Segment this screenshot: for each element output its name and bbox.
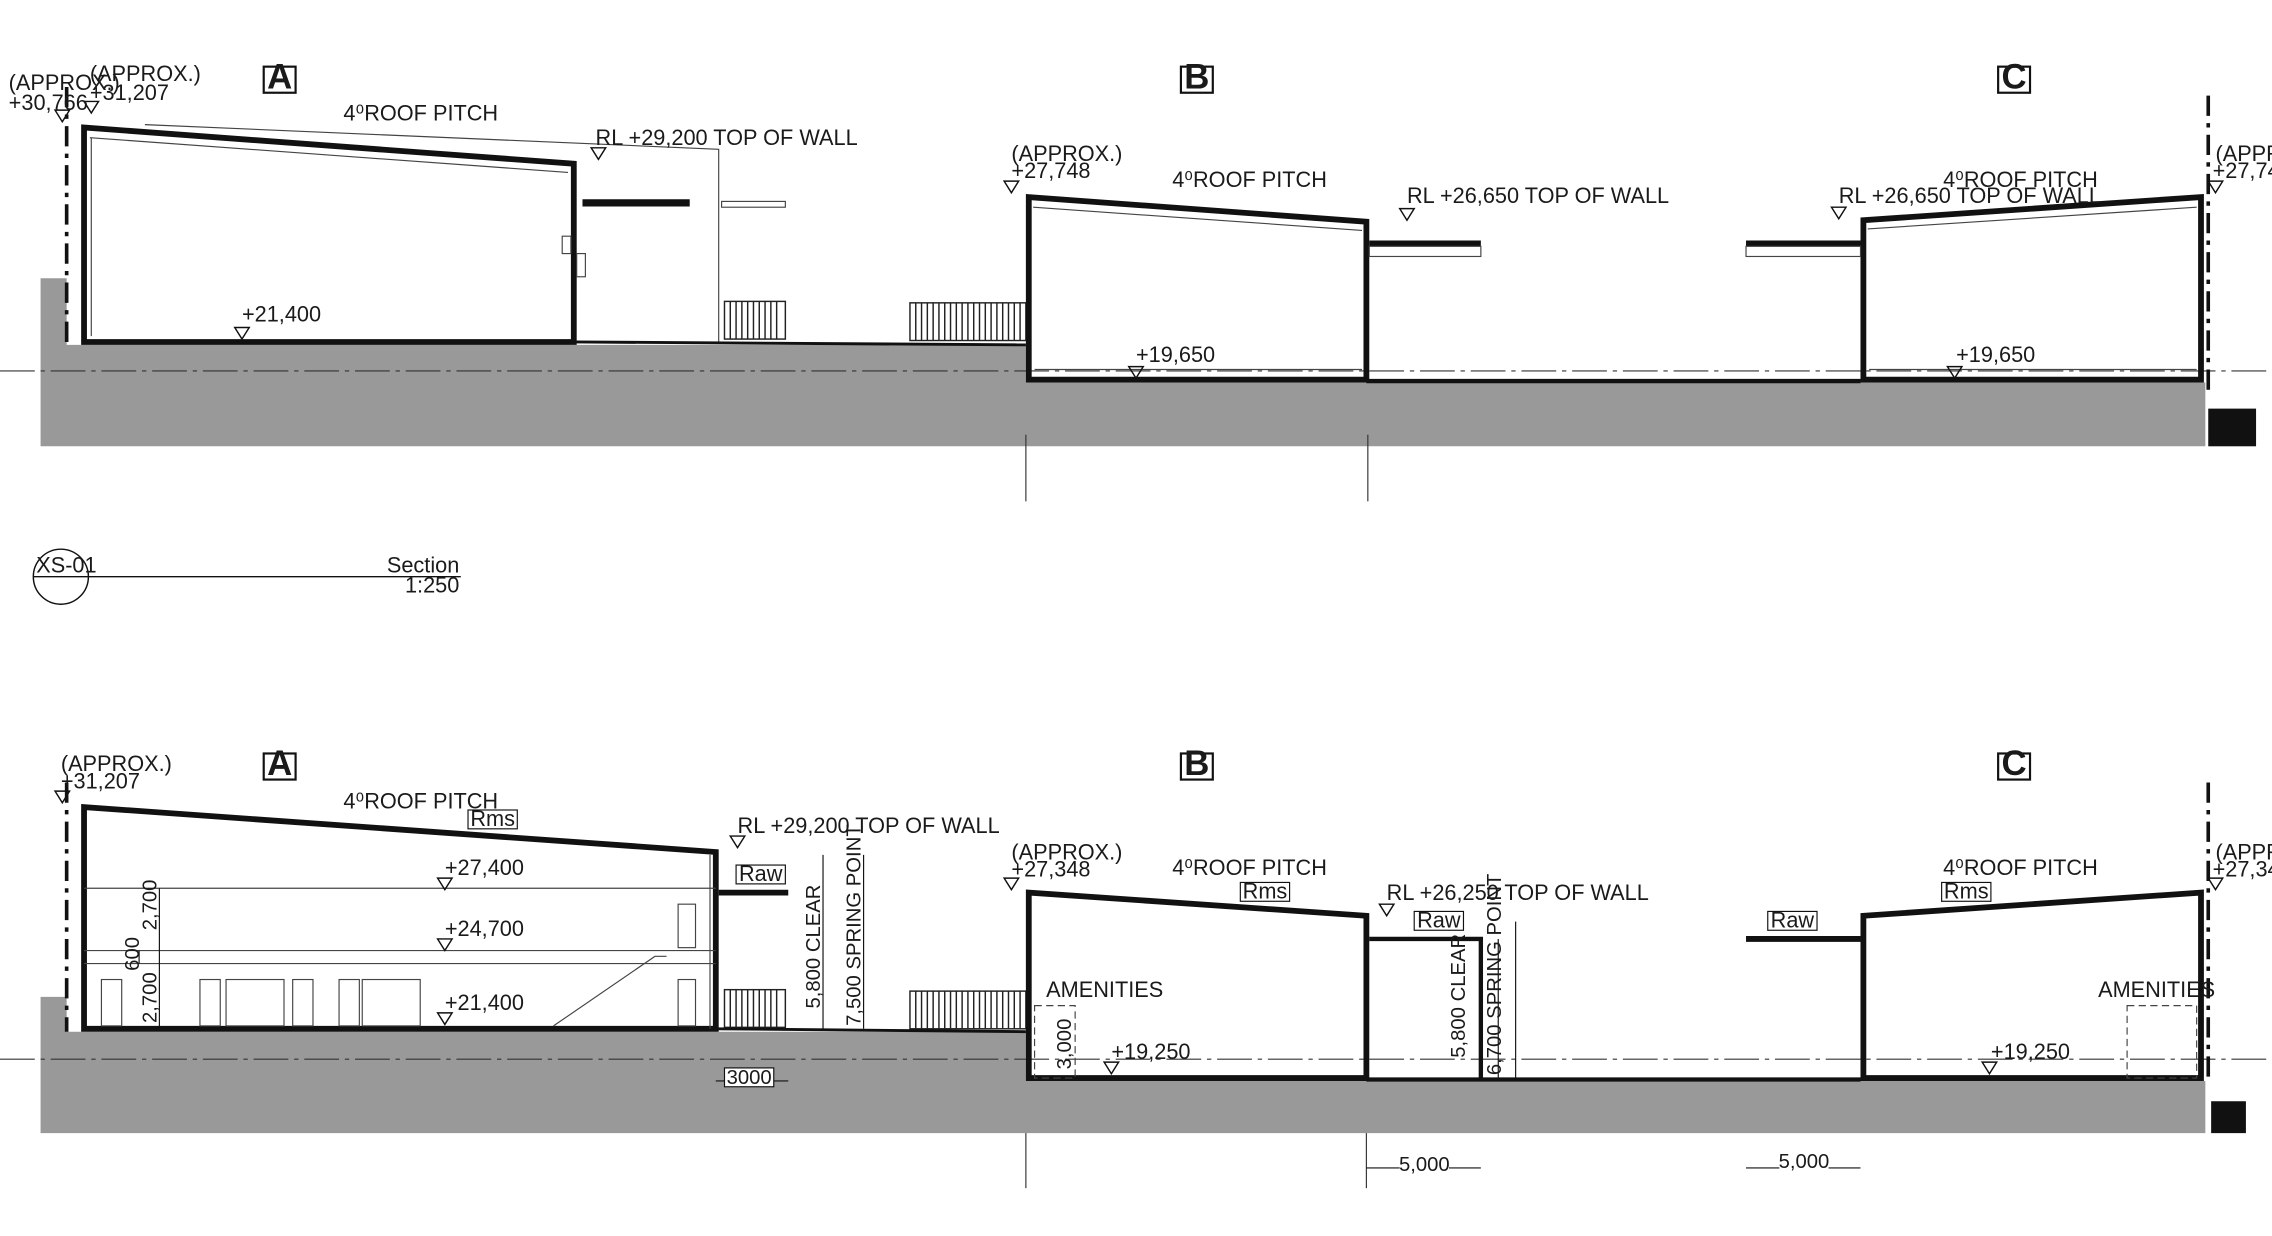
building-a-section xyxy=(81,803,719,1032)
level-label: +27,400 xyxy=(445,855,524,880)
grid-label-a-top: A xyxy=(267,58,292,96)
level-label: +21,400 xyxy=(445,990,524,1015)
dimension-label: 6,700 SPRING POINT xyxy=(1484,874,1506,1076)
level-label: +31,207 xyxy=(61,768,140,793)
fence-b xyxy=(909,990,1027,1030)
fence-b xyxy=(909,302,1027,342)
raw-tag: Raw xyxy=(1771,907,1815,932)
rooms-tag: Rms xyxy=(470,806,515,831)
raw-tag: Raw xyxy=(1417,907,1461,932)
building-a-outline xyxy=(81,124,577,345)
raw-tag: Raw xyxy=(739,861,783,886)
section-bottom: A B C (APPROX.) +31,207 4⁰ROOF PITCH Rms… xyxy=(0,745,2272,1189)
dimension-label: 2,700 xyxy=(139,880,161,931)
dimension-label: 2,700 xyxy=(139,972,161,1023)
amenities-label: AMENITIES xyxy=(2098,977,2215,1002)
floor-level-label: +19,250 xyxy=(1991,1039,2070,1064)
grid-label-b-top: B xyxy=(1184,58,1209,96)
rooms-tag: Rms xyxy=(1944,878,1989,903)
fence-a xyxy=(723,300,787,340)
ground-mass-top xyxy=(40,278,2206,447)
ground-mass-bottom xyxy=(40,996,2206,1134)
rooms-tag: Rms xyxy=(1243,878,1288,903)
roof-pitch-label: 4⁰ROOF PITCH xyxy=(1172,855,1327,880)
approx-label: (APPROX.) xyxy=(2215,141,2272,166)
view-reference: XS-01 xyxy=(36,552,96,577)
view-scale: 1:250 xyxy=(405,573,459,598)
level-label: +27,748 xyxy=(1011,158,1090,183)
approx-label: (APPROX.) xyxy=(9,70,120,95)
wall-level-label: RL +29,200 TOP OF WALL xyxy=(596,125,858,150)
grid-label-b-bottom: B xyxy=(1184,745,1209,783)
wall-level-label: RL +29,200 TOP OF WALL xyxy=(738,813,1000,838)
grid-label-a-bottom: A xyxy=(267,745,292,783)
level-label: +30,766 xyxy=(9,90,88,115)
building-c-outline xyxy=(1860,193,2204,383)
roof-pitch-label: 4⁰ROOF PITCH xyxy=(343,789,498,814)
roof-pitch-label: 4⁰ROOF PITCH xyxy=(1172,167,1327,192)
approx-label: (APPROX.) xyxy=(2215,839,2272,864)
view-title: XS-01 Section 1:250 xyxy=(32,548,461,605)
dimension-label: 600 xyxy=(122,937,144,971)
dimension-label: 7,500 SPRING POINT xyxy=(844,824,866,1026)
level-label: +24,700 xyxy=(445,916,524,941)
approx-label: (APPROX.) xyxy=(1011,141,1122,166)
floor-level-label: +19,650 xyxy=(1136,342,1215,367)
roof-pitch-label: 4⁰ROOF PITCH xyxy=(1943,167,2098,192)
grid-label-c-bottom: C xyxy=(2002,745,2027,783)
dimension-label: 5,800 CLEAR xyxy=(1448,934,1470,1058)
dimension-label: 5,000 xyxy=(1399,1154,1450,1176)
dimension-label: 3000 xyxy=(727,1067,772,1089)
approx-label: (APPROX.) xyxy=(61,751,172,776)
building-b-outline xyxy=(1025,193,1370,383)
section-top: A B C (APPROX.) +30,766 (APPROX.) +31,20… xyxy=(0,58,2272,502)
level-label: +27,348 xyxy=(2213,857,2272,882)
grid-label-c-top: C xyxy=(2002,58,2027,96)
building-c-section xyxy=(1860,889,2204,1081)
view-name: Section xyxy=(387,552,459,577)
building-b-section xyxy=(1025,889,1370,1081)
floor-level-label: +19,650 xyxy=(1956,342,2035,367)
roof-pitch-label: 4⁰ROOF PITCH xyxy=(343,100,498,125)
wall-level-label: RL +26,250 TOP OF WALL xyxy=(1387,880,1649,905)
wall-level-label: RL +26,650 TOP OF WALL xyxy=(1839,183,2101,208)
dimension-label: 5,000 xyxy=(1779,1151,1830,1173)
fence-a xyxy=(723,988,787,1029)
dimension-label: 3,000 xyxy=(1054,1019,1076,1070)
approx-label: (APPROX.) xyxy=(90,61,201,86)
level-label: +27,348 xyxy=(1011,857,1090,882)
roof-pitch-label: 4⁰ROOF PITCH xyxy=(1943,855,2098,880)
amenities-label: AMENITIES xyxy=(1046,977,1163,1002)
level-label: +27,748 xyxy=(2213,158,2272,183)
approx-label: (APPROX.) xyxy=(1011,839,1122,864)
wall-level-label: RL +26,650 TOP OF WALL xyxy=(1407,183,1669,208)
dimension-label: 5,800 CLEAR xyxy=(803,885,825,1009)
level-label: +31,207 xyxy=(90,80,169,105)
floor-level-label: +19,250 xyxy=(1111,1039,1190,1064)
floor-level-label: +21,400 xyxy=(242,302,321,327)
